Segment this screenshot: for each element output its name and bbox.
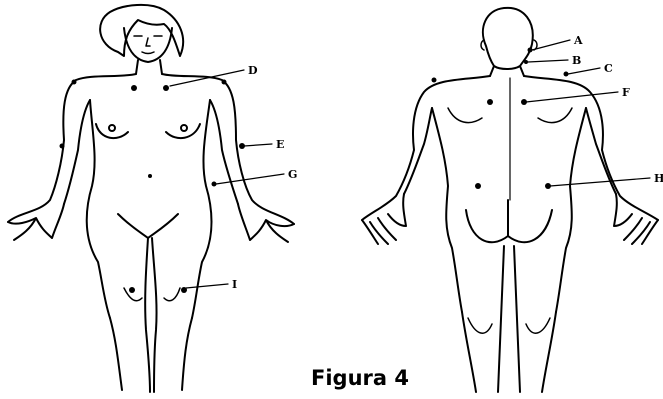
leader-i	[186, 284, 228, 288]
marker-front-elbow-left	[60, 144, 65, 149]
back-shoulder-right	[524, 76, 658, 220]
front-inner-right-arm	[210, 100, 238, 204]
back-body-figure	[362, 8, 658, 392]
front-leg-right-inner	[152, 238, 157, 392]
front-hair	[100, 5, 183, 56]
marker-front-shoulder-right	[222, 80, 227, 85]
front-nipple-right	[181, 125, 187, 131]
marker-front-navel	[148, 174, 152, 178]
marker-back-lumbar-left	[475, 183, 481, 189]
front-leg-right-outer	[182, 318, 192, 390]
front-torso-left	[8, 74, 136, 222]
marker-front-clavicle-left	[131, 85, 137, 91]
back-inner-left-arm	[404, 108, 432, 194]
label-g: G	[288, 168, 297, 181]
front-nipple-left	[109, 125, 115, 131]
back-head	[483, 8, 533, 69]
back-buttocks	[466, 200, 552, 242]
point-labels: A B C D E F G H I	[232, 34, 663, 291]
leader-b	[528, 60, 568, 62]
back-left-side	[432, 108, 462, 312]
back-left-hand	[362, 194, 406, 244]
label-i: I	[232, 278, 237, 291]
front-nose	[146, 38, 150, 46]
figure-caption: Figura 4	[300, 366, 420, 390]
label-a: A	[573, 34, 583, 47]
back-leg-right-inner	[514, 246, 520, 392]
front-leg-left-outer	[110, 318, 122, 390]
front-leader-lines	[170, 70, 284, 288]
label-h: H	[654, 172, 663, 185]
front-knee-right	[164, 288, 180, 301]
front-groin	[118, 214, 178, 238]
front-torso-right	[162, 74, 294, 224]
front-body-figure	[8, 5, 294, 392]
leader-h	[550, 178, 650, 186]
label-d: D	[248, 64, 258, 77]
leader-c	[568, 68, 600, 74]
front-mouth	[142, 52, 154, 54]
label-e: E	[276, 138, 284, 151]
marker-back-scapula-left	[487, 99, 493, 105]
back-leg-left-outer	[462, 312, 476, 392]
leader-d	[170, 70, 244, 86]
leader-e	[244, 144, 272, 146]
marker-front-shoulder-left	[72, 80, 77, 85]
leader-f	[526, 92, 618, 102]
front-face	[124, 28, 172, 62]
label-c: C	[604, 62, 613, 75]
back-scapula-left	[448, 108, 482, 123]
marker-back-shoulder-left	[432, 78, 437, 83]
back-leg-left-inner	[498, 246, 504, 392]
marker-front-clavicle-right	[163, 85, 169, 91]
label-f: F	[622, 86, 630, 99]
label-b: B	[572, 54, 581, 67]
front-leg-left-inner	[145, 238, 150, 392]
back-shoulder-left	[362, 76, 490, 220]
front-markers	[60, 80, 246, 294]
back-leg-right-outer	[542, 312, 556, 392]
front-inner-left-arm	[64, 100, 90, 204]
back-calf-left	[468, 318, 492, 333]
leader-g	[216, 174, 284, 184]
marker-front-knee-left	[129, 287, 135, 293]
back-scapula-right	[538, 108, 572, 123]
back-right-side	[556, 108, 586, 312]
back-calf-right	[526, 318, 550, 333]
back-right-hand	[614, 194, 658, 244]
front-left-side	[87, 100, 110, 318]
